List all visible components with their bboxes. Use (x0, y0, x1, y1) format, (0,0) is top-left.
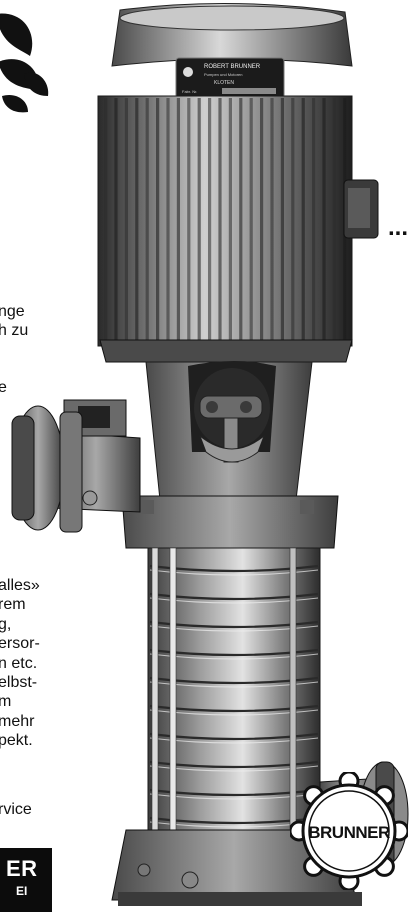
pump-stages (149, 564, 319, 828)
cooling-rib (166, 98, 170, 342)
cooling-rib (114, 98, 118, 342)
logo-line-2: EI (16, 884, 28, 898)
cooling-rib (135, 98, 139, 342)
copy-line: n etc. (0, 654, 38, 672)
copy-service: rvice (0, 800, 32, 819)
copy-line: rvice (0, 801, 32, 818)
stage-ring (149, 760, 319, 769)
copy-line: nge (0, 303, 25, 320)
leaf-icon (0, 13, 49, 113)
copy-line: g, (0, 615, 12, 633)
motor-cooling-ribs (104, 98, 347, 342)
stage-highlight (149, 681, 319, 688)
cooling-rib (312, 98, 316, 342)
copy-line: ersor- (0, 635, 40, 653)
stage-highlight (149, 765, 319, 772)
gear-seal-icon: BRUNNER (290, 772, 408, 890)
nameplate-line: KLOTEN (214, 80, 234, 86)
copy-line: e (0, 379, 7, 396)
ellipsis-mark: ... (388, 214, 409, 241)
copy-line: alles» (0, 577, 40, 594)
copy-body: alles» rem g, ersor- n etc. elbst- m meh… (0, 576, 40, 751)
cooling-rib (332, 98, 336, 342)
stage-ring (149, 592, 319, 601)
copy-top: nge h zu (0, 302, 28, 341)
nameplate-line: Pumpen und Motoren (204, 72, 242, 77)
cooling-rib (197, 98, 201, 342)
stage-ring (149, 676, 319, 685)
cooling-rib (291, 98, 295, 342)
cooling-rib (187, 98, 191, 342)
cooling-rib (176, 98, 180, 342)
nameplate-small: Fabr. Nr. (182, 89, 197, 94)
stage-highlight (149, 653, 319, 660)
stage-ring (149, 704, 319, 713)
stage-ring (149, 732, 319, 741)
company-logo-box: ER EI (0, 848, 52, 912)
cooling-rib (145, 98, 149, 342)
cooling-rib (260, 98, 264, 342)
cooling-rib (280, 98, 284, 342)
stage-ring (149, 648, 319, 657)
copy-line: pekt. (0, 732, 33, 750)
stage-highlight (149, 737, 319, 744)
stage-highlight (149, 625, 319, 632)
cooling-rib (322, 98, 326, 342)
stage-ring (149, 788, 319, 797)
stage-ring (149, 564, 319, 573)
stage-highlight (149, 597, 319, 604)
logo-line-1: ER (6, 856, 38, 881)
cooling-rib (239, 98, 243, 342)
cooling-rib (301, 98, 305, 342)
stage-highlight (149, 793, 319, 800)
stage-ring (149, 620, 319, 629)
cooling-rib (218, 98, 222, 342)
stage-highlight (149, 569, 319, 576)
cooling-rib (249, 98, 253, 342)
cooling-rib (228, 98, 232, 342)
nameplate: ROBERT BRUNNER Pumpen und Motoren KLOTEN… (175, 57, 285, 99)
copy-mid: e (0, 378, 7, 397)
stage-highlight (149, 709, 319, 716)
cooling-rib (124, 98, 128, 342)
copy-line: rem (0, 596, 26, 614)
nameplate-line: ROBERT BRUNNER (204, 64, 261, 70)
copy-line: elbst- (0, 673, 38, 691)
copy-line: m (0, 693, 12, 711)
cooling-rib (104, 98, 108, 342)
copy-line: h zu (0, 322, 29, 340)
cooling-rib (156, 98, 160, 342)
stage-ring (149, 816, 319, 825)
cooling-rib (208, 98, 212, 342)
seal-brand-text: BRUNNER (308, 823, 390, 842)
cooling-rib (270, 98, 274, 342)
copy-line: mehr (0, 712, 35, 730)
